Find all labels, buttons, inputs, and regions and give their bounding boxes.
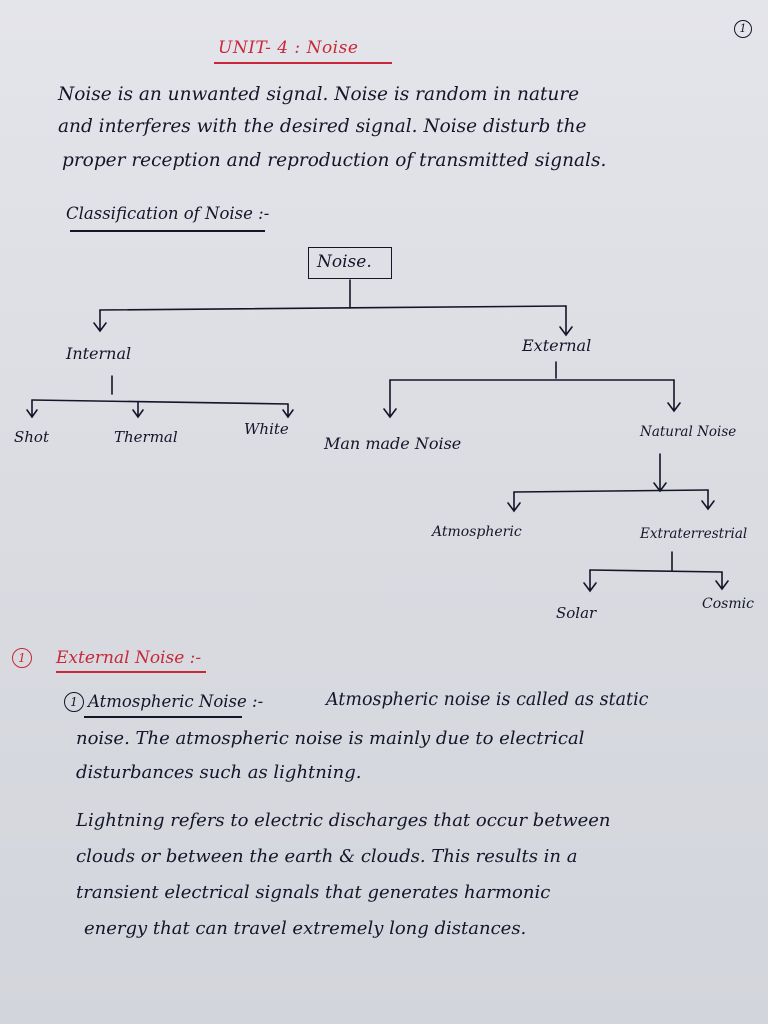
body-line-5: clouds or between the earth & clouds. Th… bbox=[76, 846, 578, 867]
section-title-underline bbox=[56, 671, 206, 673]
subsection-number: 1 bbox=[64, 692, 84, 712]
body-line-7: energy that can travel extremely long di… bbox=[84, 918, 527, 939]
tree-atmospheric: Atmospheric bbox=[432, 524, 522, 540]
intro-line-1: Noise is an unwanted signal. Noise is ra… bbox=[58, 84, 580, 105]
section-number: 1 bbox=[12, 648, 32, 668]
tree-shot: Shot bbox=[14, 428, 49, 446]
section-title: External Noise :- bbox=[56, 648, 202, 668]
intro-line-3: proper reception and reproduction of tra… bbox=[62, 150, 607, 171]
tree-cosmic: Cosmic bbox=[702, 596, 754, 612]
tree-root-noise: Noise. bbox=[308, 247, 392, 279]
tree-natural-noise: Natural Noise bbox=[640, 424, 737, 440]
intro-line-2: and interferes with the desired signal. … bbox=[58, 116, 587, 137]
body-line-4: Lightning refers to electric discharges … bbox=[76, 810, 611, 831]
tree-solar: Solar bbox=[556, 604, 597, 622]
page-title: UNIT- 4 : Noise bbox=[218, 38, 359, 58]
classification-underline bbox=[70, 230, 265, 232]
subsection-underline bbox=[84, 716, 242, 718]
tree-man-made-noise: Man made Noise bbox=[324, 434, 462, 453]
body-line-3: disturbances such as lightning. bbox=[76, 762, 362, 783]
tree-extraterrestrial: Extraterrestrial bbox=[640, 526, 748, 542]
body-line-6: transient electrical signals that genera… bbox=[76, 882, 551, 903]
title-underline bbox=[214, 62, 392, 64]
tree-internal: Internal bbox=[66, 344, 132, 363]
page-number: 1 bbox=[734, 20, 752, 38]
tree-thermal: Thermal bbox=[114, 428, 178, 446]
tree-white: White bbox=[244, 420, 289, 438]
classification-heading: Classification of Noise :- bbox=[66, 204, 270, 223]
subsection-heading: Atmospheric Noise :- bbox=[88, 692, 264, 711]
tree-external: External bbox=[522, 336, 592, 355]
body-line-2: noise. The atmospheric noise is mainly d… bbox=[76, 728, 585, 749]
body-line-1: Atmospheric noise is called as static bbox=[326, 690, 649, 710]
